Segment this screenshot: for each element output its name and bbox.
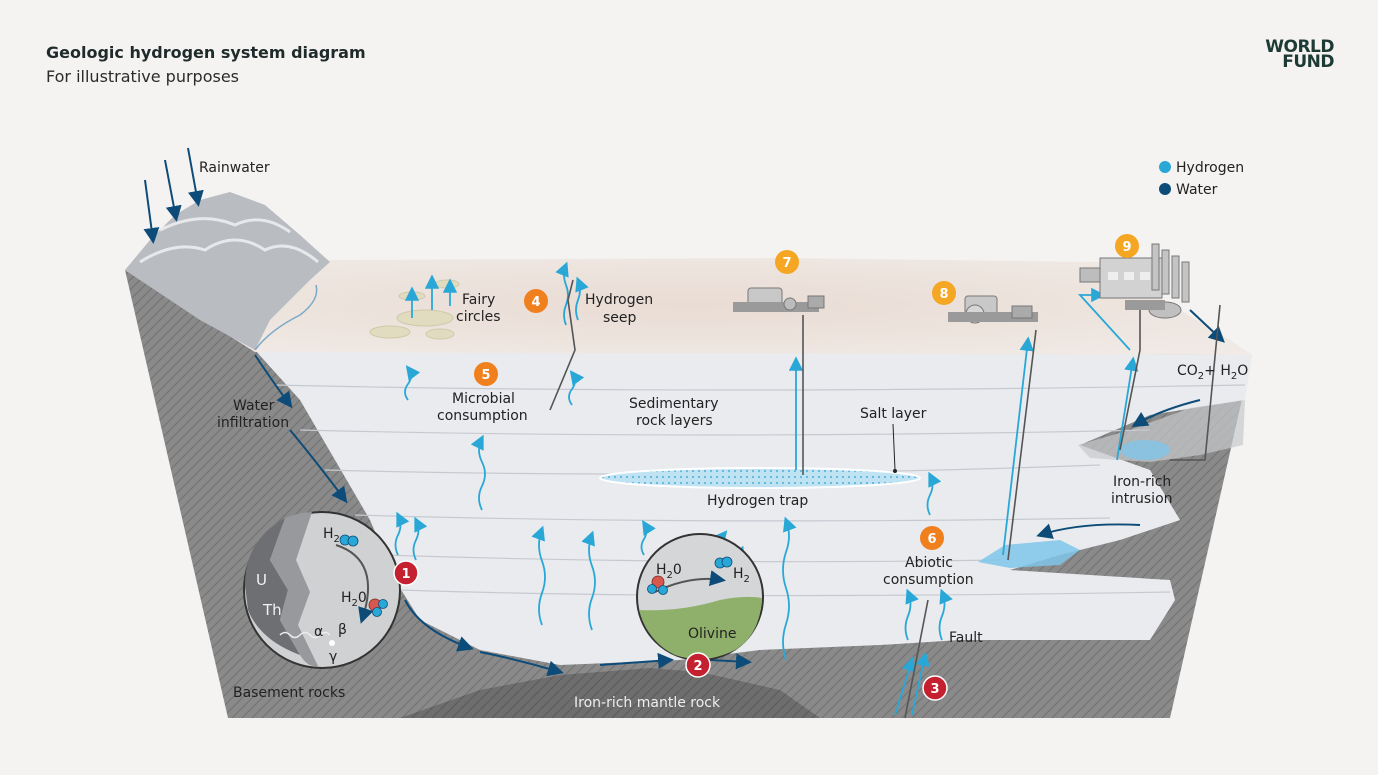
microbial-label-1: Microbial [452, 391, 515, 407]
water-infiltration-label-2: infiltration [217, 415, 289, 431]
inset2-h2-label: H2 [733, 566, 750, 585]
diagram-labels: Rainwater Water infiltration Fairy circl… [199, 160, 1248, 711]
iron-intrusion-label-1: Iron-rich [1113, 474, 1171, 490]
abiotic-label-2: consumption [883, 572, 974, 588]
thorium-symbol: Th [262, 601, 282, 619]
step-badges: 1 2 3 4 5 6 7 8 9 [393, 234, 1139, 701]
logo-line-world: WORLD [1265, 37, 1334, 57]
badge-9: 9 [1115, 234, 1139, 258]
legend: Hydrogen Water [1159, 160, 1244, 198]
facility-7 [733, 287, 825, 312]
inset-serpentinization: H20 H2 Olivine [636, 533, 764, 661]
sedimentary-label-1: Sedimentary [629, 396, 719, 412]
co2-h2o-label: CO2+ H2O [1177, 363, 1248, 382]
gamma-symbol: γ [329, 649, 337, 665]
logo-line-fund: FUND [1282, 52, 1334, 72]
mountains [125, 192, 330, 350]
microbial-label-2: consumption [437, 408, 528, 424]
world-fund-logo: WORLD FUND [1250, 37, 1334, 72]
badge-2: 2 [685, 652, 711, 678]
block-body [125, 192, 1252, 718]
fairy-circles-label-1: Fairy [462, 292, 495, 308]
wells [549, 279, 1221, 719]
svg-text:8: 8 [939, 287, 948, 302]
legend-hydrogen-swatch [1159, 161, 1171, 173]
legend-water-swatch [1159, 183, 1171, 195]
basement-rocks-label: Basement rocks [233, 685, 345, 701]
alpha-symbol: α [314, 624, 323, 640]
facility-8 [948, 295, 1038, 324]
hydrogen-trap-label: Hydrogen trap [707, 493, 808, 509]
hydrogen-pocket-intrusion [1120, 440, 1170, 460]
fairy-circles-label-2: circles [456, 309, 501, 325]
iron-intrusion-label-2: intrusion [1111, 491, 1173, 507]
hydrogen-seep-label-2: seep [603, 310, 637, 326]
svg-text:2: 2 [693, 659, 702, 674]
abiotic-label-1: Abiotic [905, 555, 953, 571]
badge-6: 6 [920, 526, 944, 550]
badge-3: 3 [922, 675, 948, 701]
page-title: Geologic hydrogen system diagram [46, 43, 366, 62]
hydrogen-trap-reservoir [599, 467, 921, 489]
olivine-label: Olivine [688, 626, 736, 642]
hydrogen-flow-arrows [394, 261, 1139, 716]
badge-7: 7 [775, 250, 799, 274]
beta-symbol: β [338, 622, 347, 638]
svg-text:4: 4 [531, 295, 540, 310]
inset1-h2o-label: H20 [341, 590, 367, 609]
svg-text:5: 5 [481, 368, 490, 383]
svg-text:1: 1 [401, 567, 410, 582]
water-flow-arrows [143, 147, 1225, 677]
inset-radioactive-decay: U Th H2 H20 α β γ [243, 511, 401, 669]
svg-text:6: 6 [927, 532, 936, 547]
water-infiltration-label-1: Water [233, 398, 275, 414]
salt-layer-label: Salt layer [860, 406, 927, 422]
inset1-h2-label: H2 [323, 526, 340, 545]
legend-hydrogen-label: Hydrogen [1176, 160, 1244, 176]
iron-rich-mantle-rock [400, 668, 820, 718]
uranium-symbol: U [256, 571, 267, 589]
svg-text:3: 3 [930, 682, 939, 697]
badge-8: 8 [932, 281, 956, 305]
facility-9-plant [1079, 243, 1190, 319]
page-subtitle: For illustrative purposes [46, 67, 240, 86]
sedimentary-zone [255, 350, 1252, 665]
fault-label: Fault [949, 630, 983, 646]
badge-5: 5 [474, 362, 498, 386]
hydrogen-seep-label-1: Hydrogen [585, 292, 653, 308]
svg-text:7: 7 [782, 256, 791, 271]
inset2-h2o-label: H20 [656, 562, 682, 581]
svg-text:9: 9 [1122, 240, 1131, 255]
mantle-rock-label: Iron-rich mantle rock [574, 695, 721, 711]
badge-4: 4 [524, 289, 548, 313]
legend-water-label: Water [1176, 182, 1218, 198]
badge-1: 1 [393, 560, 419, 586]
sedimentary-label-2: rock layers [636, 413, 713, 429]
rainwater-label: Rainwater [199, 160, 270, 176]
